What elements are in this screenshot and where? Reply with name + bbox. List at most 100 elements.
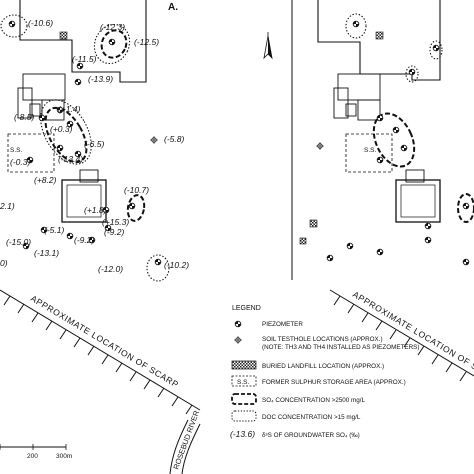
piezometer-icon	[392, 126, 400, 134]
legend-label: PIEZOMETER	[262, 321, 303, 328]
ss-label: S.S.	[364, 147, 376, 154]
piezometer-icon	[400, 144, 408, 152]
piezometer-icon	[128, 202, 136, 210]
doc-boundaries	[0, 14, 170, 282]
delta-label: (-10.2)	[164, 260, 189, 270]
piezometer-icon	[56, 144, 64, 152]
river-label: ROSEBUD RIVER	[171, 409, 201, 471]
scarp-label: APPROXIMATE LOCATION OF SCARP	[29, 293, 181, 390]
piezometer-icon	[8, 20, 16, 28]
piezometer-icon	[154, 258, 162, 266]
so4-boundaries	[44, 29, 146, 222]
piezometer-icon	[408, 68, 416, 76]
piezometer-icon	[376, 156, 384, 164]
delta-value-icon: (-13.6)	[230, 429, 255, 439]
north-arrow-icon	[263, 32, 273, 60]
legend-label: SO₄ CONCENTRATION >2500 mg/L	[262, 397, 366, 404]
delta-label: (-0.3)	[10, 157, 30, 167]
pond-structure	[61, 169, 107, 223]
legend-label: FORMER SULPHUR STORAGE AREA (APPROX.)	[262, 379, 406, 386]
soil-testhole-icon	[149, 135, 159, 145]
so4-boundaries-b	[372, 112, 474, 223]
landfill-marker	[299, 237, 307, 245]
piezometer-icon	[376, 248, 384, 256]
scale-end: 300m	[56, 453, 72, 460]
soil-testhole-icon	[315, 141, 325, 151]
piezometer-icon	[424, 236, 432, 244]
delta-label: (-9.2)	[74, 235, 94, 245]
delta-label: (+8.2)	[34, 175, 57, 185]
piezometer-icon	[346, 242, 354, 250]
piezometer-icon	[74, 78, 82, 86]
delta-label: (-9.2)	[104, 227, 124, 237]
piezometers-b	[326, 20, 470, 266]
legend-title: LEGEND	[232, 305, 261, 312]
piezometer-icon	[76, 62, 84, 70]
site-boundary	[19, 0, 147, 83]
landfill-marker	[375, 31, 384, 40]
pond-structure-b	[395, 169, 441, 223]
delta-label: (-8.5)	[14, 112, 34, 122]
piezometer-icon	[376, 114, 384, 122]
sulphur-storage-area	[7, 133, 55, 173]
delta-label: (-12.0)	[98, 264, 123, 274]
so4-boundary-icon	[231, 393, 257, 405]
piezometer-icon	[352, 20, 360, 28]
panel-a: A. S.S.	[0, 0, 201, 474]
legend-label: BURIED LANDFILL LOCATION (APPROX.)	[262, 363, 384, 370]
delta-label: (+1.4)	[58, 104, 81, 114]
piezometer-icon	[66, 232, 74, 240]
delta-label: (-10.6)	[28, 18, 53, 28]
delta-label: (-13.4)	[58, 154, 83, 164]
delta-label: (-12.5)	[134, 37, 159, 47]
piezometer-icon	[326, 254, 334, 262]
legend-label: SOIL TESTHOLE LOCATIONS (APPROX.)	[262, 336, 383, 343]
legend: LEGEND PIEZOMETER SOIL TESTHOLE LOCATION…	[230, 305, 419, 439]
delta-label: (-13.1)	[34, 248, 59, 258]
legend-symbol: S.S.	[237, 379, 249, 386]
legend-label: δˢS OF GROUNDWATER SO₄ (‰)	[262, 432, 360, 439]
ss-label: S.S.	[10, 147, 22, 154]
legend-label: DOC CONCENTRATION >15 mg/L	[262, 414, 361, 421]
scarp-line-a	[0, 289, 201, 415]
doc-boundaries-b	[345, 13, 443, 83]
delta-label: (-13.9)	[88, 74, 113, 84]
landfill-marker	[309, 219, 318, 228]
piezometer-icon	[424, 222, 432, 230]
sulphur-storage-area-b	[345, 133, 393, 173]
sulphur-storage-icon	[231, 375, 257, 387]
piezometer-icon	[108, 38, 116, 46]
piezometer-icon	[432, 44, 440, 52]
delta-label: (-5.1)	[44, 225, 64, 235]
legend-note: (NOTE: TH3 AND TH4 INSTALLED AS PIEZOMET…	[262, 344, 419, 351]
landfill-marker	[59, 31, 68, 40]
delta-label: (-12.3)	[100, 22, 125, 32]
piezometer-icon	[38, 114, 46, 122]
delta-label: (-10.7)	[124, 185, 149, 195]
delta-label: (-11.5)	[72, 54, 97, 64]
soil-testhole-icon	[233, 335, 243, 345]
site-boundary-b	[317, 0, 441, 81]
rosebud-river	[169, 419, 201, 474]
scarp-line-b	[329, 289, 474, 382]
piezometer-icon	[462, 202, 470, 210]
delta-label: (+1.8)	[84, 205, 107, 215]
delta-label: 0)	[0, 258, 8, 268]
delta-label: 2.1)	[0, 201, 15, 211]
panel-b: S.S.	[291, 0, 474, 386]
delta-label: (-5.8)	[164, 134, 184, 144]
doc-boundary-icon	[231, 410, 257, 422]
delta-label: (+15.3)	[102, 217, 129, 227]
buried-landfill-icon	[231, 360, 257, 370]
scale-mid: 200	[27, 453, 38, 460]
panel-label: A.	[168, 2, 178, 13]
delta-label: (-6.5)	[84, 139, 104, 149]
delta-labels: (-10.6) (-12.3) (-12.5) (-11.5) (-13.9) …	[0, 18, 189, 274]
delta-label: (-15.0)	[6, 237, 31, 247]
delta-label: (+0.3)	[50, 124, 73, 134]
piezometer-icon	[234, 320, 242, 328]
building-complex-b	[333, 73, 381, 121]
scale-bar: 200 300m	[0, 444, 72, 460]
piezometer-icon	[462, 258, 470, 266]
